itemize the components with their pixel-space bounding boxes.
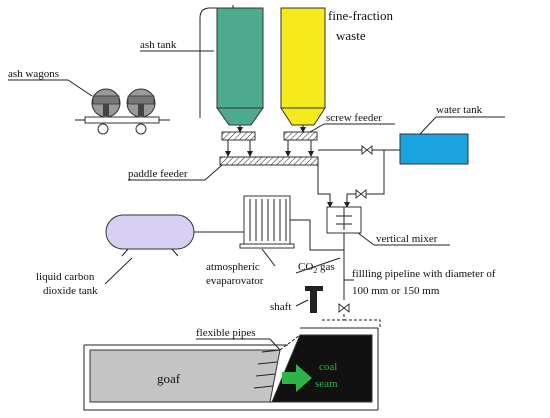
vertical-mixer bbox=[326, 206, 362, 240]
ash-wagons: ash wagons bbox=[8, 68, 170, 135]
liquid-co2-label-1: liquid carbon bbox=[36, 271, 95, 283]
co2-gas-pipe bbox=[290, 219, 330, 251]
screw-feeder-label: screw feeder bbox=[326, 112, 382, 124]
goaf-label: goaf bbox=[157, 371, 181, 386]
ash-tank-hopper bbox=[216, 107, 264, 126]
screw-feeders bbox=[221, 125, 318, 157]
ash-feed-line bbox=[199, 7, 217, 108]
waste-label: waste bbox=[336, 28, 366, 43]
waste-tank-hopper bbox=[280, 107, 326, 126]
ash-wagons-label: ash wagons bbox=[8, 68, 59, 80]
pipeline-label-1: fillling pipeline with diameter of bbox=[352, 268, 496, 280]
coal-label: coal bbox=[319, 361, 337, 373]
water-tank-body bbox=[399, 133, 469, 165]
fine-fraction-label: fine-fraction bbox=[328, 8, 393, 23]
evaporator-label-2: evaparovator bbox=[206, 275, 264, 287]
seam-label: seam bbox=[315, 378, 338, 390]
ash-tank-body bbox=[216, 7, 264, 109]
filling-pipeline bbox=[322, 312, 345, 321]
vertical-mixer-label: vertical mixer bbox=[376, 233, 438, 245]
shaft bbox=[305, 286, 323, 313]
coal-arrow bbox=[282, 364, 312, 392]
flexible-pipes-label: flexible pipes bbox=[196, 327, 256, 339]
paddle-feeder-label: paddle feeder bbox=[128, 168, 188, 180]
co2-gas-label: CO2 gas bbox=[298, 261, 335, 275]
waste-tank-body bbox=[280, 7, 326, 109]
water-tank bbox=[399, 133, 469, 165]
feed-to-mixer bbox=[317, 161, 333, 208]
water-tank-label: water tank bbox=[436, 104, 483, 116]
ash-tank bbox=[216, 5, 264, 126]
pipeline-label-2: 100 mm or 150 mm bbox=[352, 285, 440, 297]
evaporator-label-1: atmospheric bbox=[206, 261, 260, 273]
liquid-co2-label-2: dioxide tank bbox=[43, 285, 98, 297]
underground-section bbox=[83, 327, 379, 411]
paddle-feeder bbox=[219, 156, 319, 166]
liquid-co2-tank bbox=[105, 214, 195, 257]
atmospheric-evaporator bbox=[239, 195, 295, 249]
shaft-label: shaft bbox=[270, 301, 291, 313]
waste-tank bbox=[280, 7, 326, 126]
ash-tank-label: ash tank bbox=[140, 39, 177, 51]
goaf-area bbox=[89, 349, 281, 403]
